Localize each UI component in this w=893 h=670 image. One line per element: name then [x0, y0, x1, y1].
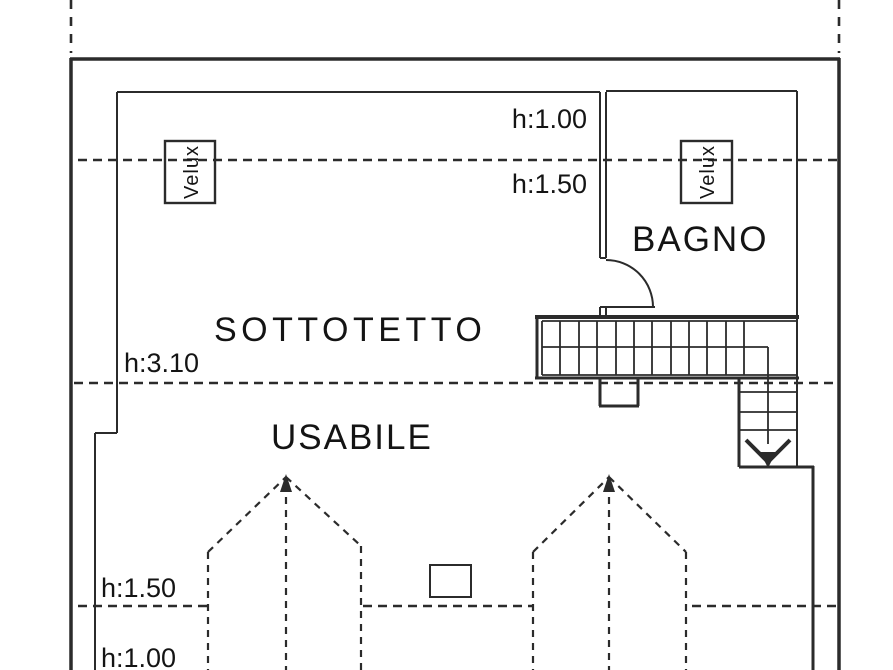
- room-label-bathroom: BAGNO: [632, 220, 768, 259]
- height-label-top-wall: h:1.00: [512, 104, 587, 134]
- stairwell-lower-walls: [739, 465, 815, 670]
- skylight-right-label: Velux: [697, 145, 719, 199]
- dormer-right-projection: [531, 476, 688, 670]
- stair-lower-flight: [737, 375, 798, 468]
- outer-walls: [69, 57, 841, 670]
- room-label-attic-line2: USABILE: [271, 418, 433, 457]
- stair-entry-step: [598, 379, 640, 408]
- dormer-left-ridge-arrow: [280, 474, 292, 492]
- attic-inner-contour: [94, 91, 600, 670]
- door-swing-arc: [605, 259, 654, 308]
- dormer-left-projection: [206, 476, 363, 670]
- skylight-left-label: Velux: [181, 145, 203, 199]
- height-label-ridge: h:3.10: [124, 348, 199, 378]
- stair-down-arrowhead: [760, 452, 776, 468]
- height-label-top-contour: h:1.50: [512, 169, 587, 199]
- dormer-right-slope-right: [608, 476, 687, 553]
- dormer-right-ridge-arrow: [603, 474, 615, 492]
- height-label-bottom-wall: h:1.00: [101, 643, 176, 670]
- height-label-bottom-contour: h:1.50: [101, 573, 176, 603]
- stair-direction-line: [542, 346, 769, 444]
- bathroom-door: [605, 259, 655, 308]
- stair-upper-flight: [541, 320, 797, 376]
- dormer-left-slope-left: [207, 476, 287, 553]
- staircase: [535, 315, 815, 670]
- skylight-right-frame: [679, 139, 734, 205]
- boundary-projection-lines: [69, 0, 841, 53]
- skylight-left-frame: [163, 139, 217, 205]
- room-label-attic-line1: SOTTOTETTO: [214, 311, 486, 349]
- dormer-right-slope-left: [532, 476, 610, 553]
- dormer-left-slope-right: [285, 476, 362, 547]
- chimney-box: [429, 564, 472, 598]
